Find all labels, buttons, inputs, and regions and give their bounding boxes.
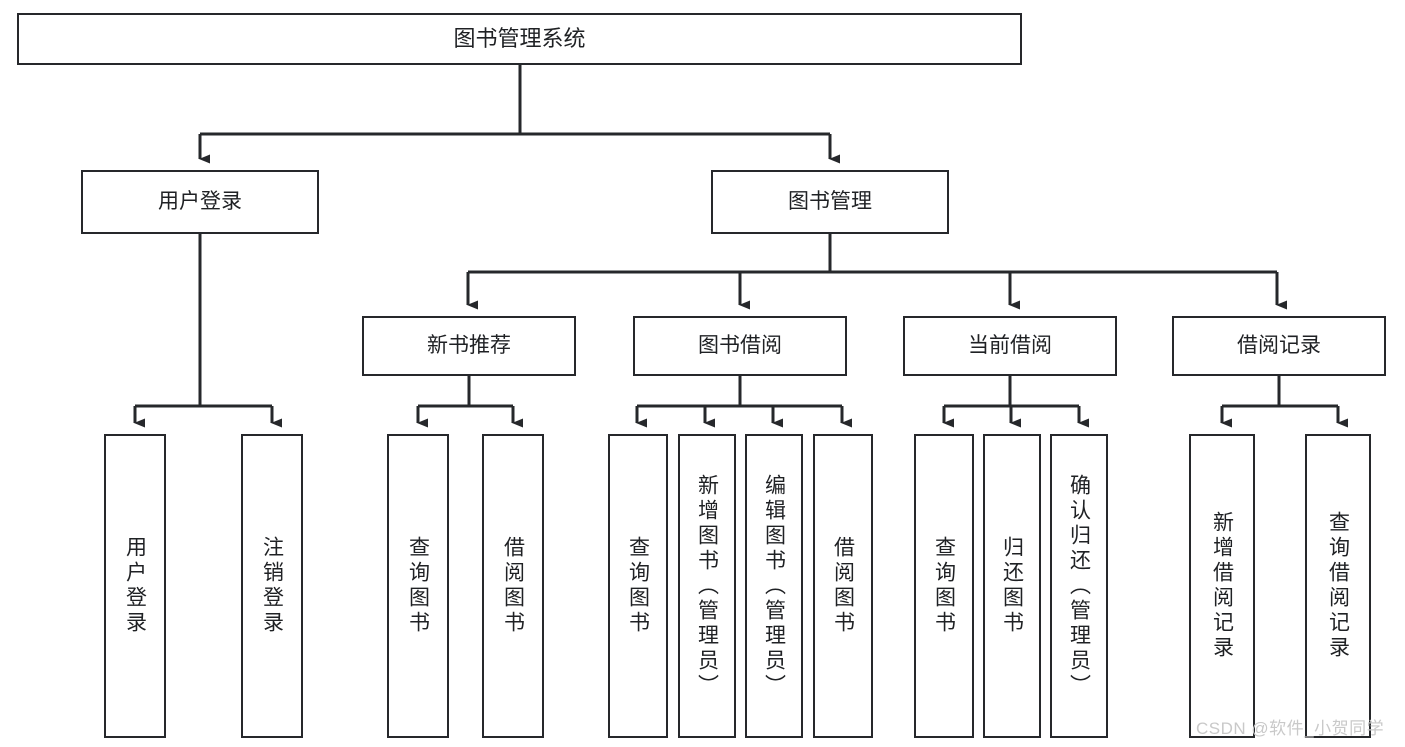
node-label: 借阅图书 — [501, 536, 525, 636]
node-l4-logout[interactable]: 注销登录 — [241, 434, 303, 738]
node-label: 图书管理 — [788, 189, 872, 213]
node-label: 图书借阅 — [698, 333, 782, 357]
node-label: 编辑图书（管理员） — [762, 473, 786, 699]
node-l3-borrow-record[interactable]: 借阅记录 — [1172, 316, 1386, 376]
node-l4-edit-book[interactable]: 编辑图书（管理员） — [745, 434, 803, 738]
node-label: 借阅记录 — [1237, 333, 1321, 357]
node-l4-add-record[interactable]: 新增借阅记录 — [1189, 434, 1255, 738]
node-l4-borrow-book-a[interactable]: 借阅图书 — [482, 434, 544, 738]
node-label: 新增借阅记录 — [1210, 511, 1234, 661]
node-label: 借阅图书 — [831, 536, 855, 636]
node-label: 查询图书 — [932, 536, 956, 636]
node-l3-book-borrow[interactable]: 图书借阅 — [633, 316, 847, 376]
node-l4-user-login[interactable]: 用户登录 — [104, 434, 166, 738]
node-label: 查询图书 — [406, 536, 430, 636]
node-l3-new-book-rec[interactable]: 新书推荐 — [362, 316, 576, 376]
node-l4-query-book-b[interactable]: 查询图书 — [608, 434, 668, 738]
connector-group — [133, 65, 1348, 428]
node-l4-query-record[interactable]: 查询借阅记录 — [1305, 434, 1371, 738]
node-label: 注销登录 — [260, 536, 284, 636]
node-label: 查询图书 — [626, 536, 650, 636]
node-root[interactable]: 图书管理系统 — [17, 13, 1022, 65]
node-label: 新书推荐 — [427, 333, 511, 357]
node-l4-query-book-c[interactable]: 查询图书 — [914, 434, 974, 738]
node-label: 确认归还（管理员） — [1067, 473, 1091, 699]
node-l4-confirm-return[interactable]: 确认归还（管理员） — [1050, 434, 1108, 738]
node-label: 用户登录 — [123, 536, 147, 636]
node-label: 查询借阅记录 — [1326, 511, 1350, 661]
node-label: 当前借阅 — [968, 333, 1052, 357]
node-l2-user-login[interactable]: 用户登录 — [81, 170, 319, 234]
node-l4-return-book[interactable]: 归还图书 — [983, 434, 1041, 738]
node-l4-query-book-a[interactable]: 查询图书 — [387, 434, 449, 738]
node-l2-book-manage[interactable]: 图书管理 — [711, 170, 949, 234]
node-label: 用户登录 — [158, 189, 242, 213]
node-l4-borrow-book-b[interactable]: 借阅图书 — [813, 434, 873, 738]
node-label: 图书管理系统 — [453, 26, 586, 52]
node-label: 归还图书 — [1000, 536, 1024, 636]
node-l3-current-borrow[interactable]: 当前借阅 — [903, 316, 1117, 376]
node-l4-add-book[interactable]: 新增图书（管理员） — [678, 434, 736, 738]
node-label: 新增图书（管理员） — [695, 473, 719, 699]
